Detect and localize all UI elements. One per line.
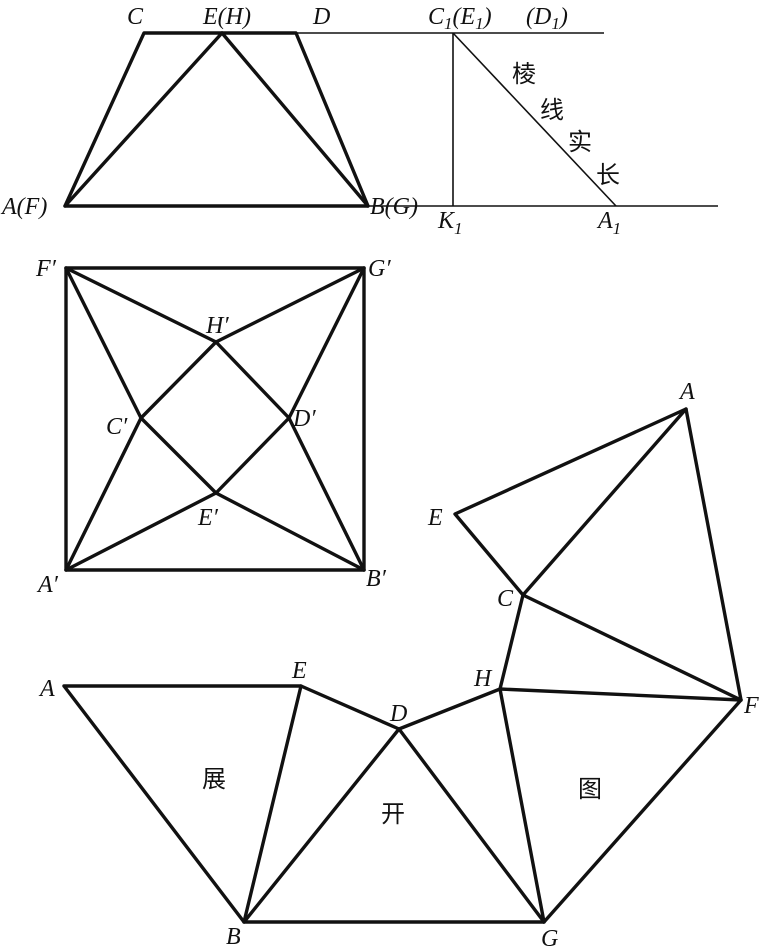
annotation-char-3: 实: [568, 128, 592, 156]
dev-label-d: D: [389, 701, 407, 727]
dev-label-c: C: [497, 586, 514, 612]
development-pattern: A E C F A E D H B G 展 开 图: [38, 379, 759, 948]
dev-label-a-top: A: [678, 379, 695, 405]
top-label-e: E′: [197, 505, 219, 531]
label-k1: K1: [437, 208, 463, 238]
top-label-c: C′: [106, 414, 128, 440]
top-view: F′ G′ H′ C′ D′ E′ A′ B′: [35, 256, 391, 598]
front-view: C E(H) D A(F) B(G): [0, 4, 718, 220]
top-label-f: F′: [35, 256, 57, 282]
top-label-a: A′: [36, 572, 59, 598]
dev-label-b: B: [226, 924, 241, 948]
top-edge-g-h: [214, 266, 366, 344]
annotation-char-4: 长: [596, 161, 620, 189]
dev-edge-c-f: [521, 593, 743, 702]
top-edge-a-c: [64, 416, 143, 572]
top-inner-square: [139, 340, 291, 495]
dev-label-f: F: [743, 693, 759, 719]
top-label-d: D′: [292, 406, 316, 432]
dev-edge-d-g: [397, 727, 546, 924]
front-label-eh: E(H): [202, 4, 251, 30]
front-edge-bg-eh: [220, 31, 370, 208]
true-length-edge: [452, 32, 617, 207]
dev-edge-h-g: [498, 687, 546, 924]
dev-label-g: G: [541, 926, 558, 948]
top-edge-b-d: [287, 416, 366, 572]
dev-edge-b-d: [242, 727, 401, 924]
label-d1: (D1): [526, 4, 568, 33]
dev-title-char-1: 展: [202, 765, 226, 793]
front-label-af: A(F): [0, 194, 47, 220]
top-edge-f-c: [64, 266, 143, 420]
front-label-bg: B(G): [370, 194, 418, 220]
top-edge-a-e: [64, 491, 218, 572]
dev-edge-h-f: [498, 687, 743, 702]
front-label-c: C: [127, 4, 144, 30]
top-edge-f-h: [64, 266, 218, 344]
annotation-char-1: 棱: [512, 60, 536, 88]
label-a1: A1: [596, 208, 621, 238]
dev-label-a-left: A: [38, 676, 55, 702]
dev-title-char-3: 图: [578, 775, 602, 803]
true-length-construction: C1(E1) (D1) K1 A1 棱 线 实 长: [428, 4, 621, 238]
top-edge-g-d: [287, 266, 366, 420]
dev-edge-c-a: [521, 407, 688, 597]
annotation-char-2: 线: [540, 96, 564, 124]
front-trapezoid: [63, 31, 370, 208]
front-edge-af-eh: [63, 31, 224, 208]
top-edge-b-e: [214, 491, 366, 572]
front-label-d: D: [312, 4, 330, 30]
top-label-b: B′: [366, 566, 387, 592]
label-c1: C1(E1): [428, 4, 492, 33]
dev-label-e-mid: E: [291, 658, 307, 684]
dev-edge-b-e: [242, 684, 303, 924]
development-outline: [62, 407, 743, 924]
dev-label-h: H: [473, 666, 493, 692]
top-square: [64, 266, 366, 572]
top-label-h: H′: [205, 313, 229, 339]
dev-label-e-top: E: [427, 505, 443, 531]
top-label-g: G′: [368, 256, 391, 282]
dev-title-char-2: 开: [381, 800, 405, 828]
